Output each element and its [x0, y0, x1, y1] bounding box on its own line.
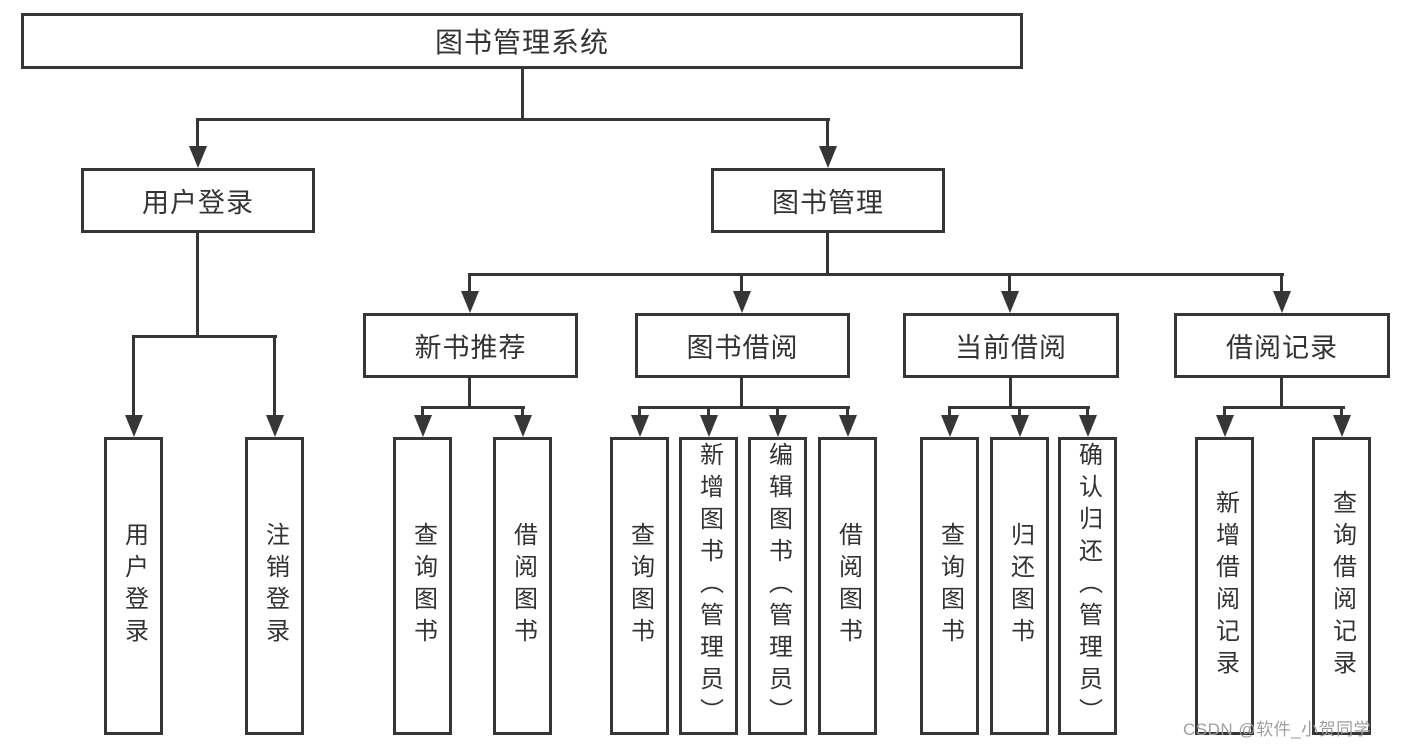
- connector-line: [1223, 406, 1345, 409]
- arrow-down-icon: [1079, 415, 1097, 437]
- connector-line: [1340, 406, 1343, 417]
- connector-line: [468, 378, 471, 406]
- connector-line: [1009, 378, 1012, 406]
- leaf-query-borrow-record: 查询借阅记录: [1312, 437, 1371, 735]
- connector-line: [707, 406, 710, 417]
- connector-line: [1223, 406, 1226, 417]
- arrow-down-icon: [769, 415, 787, 437]
- node-new-book-recommend: 新书推荐: [363, 313, 578, 378]
- connector-line: [421, 406, 424, 417]
- node-current-borrow: 当前借阅: [903, 313, 1119, 378]
- leaf-query-book-1: 查询图书: [393, 437, 452, 735]
- leaf-edit-book-admin: 编辑图书（管理员）: [748, 437, 807, 735]
- arrow-down-icon: [461, 291, 479, 313]
- csdn-watermark: CSDN @软件_小贺同学: [1183, 720, 1372, 739]
- arrow-down-icon: [414, 415, 432, 437]
- arrow-down-icon: [941, 415, 959, 437]
- connector-line: [1280, 378, 1283, 406]
- connector-line: [468, 273, 1284, 276]
- connector-line: [196, 118, 199, 146]
- connector-line: [638, 406, 641, 417]
- node-borrow-record: 借阅记录: [1174, 313, 1390, 378]
- connector-line: [132, 335, 135, 415]
- connector-line: [740, 378, 743, 406]
- connector-line: [776, 406, 779, 417]
- leaf-query-book-2: 查询图书: [610, 437, 669, 735]
- arrow-down-icon: [1001, 291, 1019, 313]
- leaf-add-book-admin: 新增图书（管理员）: [679, 437, 738, 735]
- connector-line: [1086, 406, 1089, 417]
- connector-line: [196, 118, 830, 121]
- arrow-down-icon: [839, 415, 857, 437]
- arrow-down-icon: [1333, 415, 1351, 437]
- node-root: 图书管理系统: [21, 13, 1023, 69]
- leaf-return-book: 归还图书: [990, 437, 1049, 735]
- connector-line: [196, 233, 199, 335]
- leaf-query-book-3: 查询图书: [920, 437, 979, 735]
- connector-line: [638, 406, 850, 409]
- leaf-add-borrow-record: 新增借阅记录: [1195, 437, 1254, 735]
- leaf-user-login: 用户登录: [104, 437, 163, 735]
- arrow-down-icon: [514, 415, 532, 437]
- connector-line: [1280, 273, 1283, 291]
- arrow-down-icon: [819, 146, 837, 168]
- arrow-down-icon: [125, 415, 143, 437]
- arrow-down-icon: [266, 415, 284, 437]
- connector-line: [521, 406, 524, 417]
- node-user-login: 用户登录: [81, 168, 315, 233]
- arrow-down-icon: [1011, 415, 1029, 437]
- arrow-down-icon: [631, 415, 649, 437]
- arrow-down-icon: [189, 146, 207, 168]
- connector-line: [421, 406, 525, 409]
- arrow-down-icon: [700, 415, 718, 437]
- leaf-borrow-book-2: 借阅图书: [818, 437, 877, 735]
- connector-line: [273, 335, 276, 415]
- leaf-borrow-book-1: 借阅图书: [493, 437, 552, 735]
- node-book-management: 图书管理: [711, 168, 945, 233]
- arrow-down-icon: [1273, 291, 1291, 313]
- arrow-down-icon: [1216, 415, 1234, 437]
- leaf-confirm-return-admin: 确认归还（管理员）: [1058, 437, 1117, 735]
- connector-line: [948, 406, 951, 417]
- connector-line: [1018, 406, 1021, 417]
- connector-line: [826, 118, 829, 146]
- connector-line: [1008, 273, 1011, 291]
- leaf-logout: 注销登录: [245, 437, 304, 735]
- connector-line: [846, 406, 849, 417]
- connector-line: [132, 335, 277, 338]
- connector-line: [521, 69, 524, 118]
- connector-line: [826, 233, 829, 273]
- arrow-down-icon: [733, 291, 751, 313]
- node-book-borrow: 图书借阅: [635, 313, 850, 378]
- connector-line: [740, 273, 743, 291]
- connector-line: [468, 273, 471, 291]
